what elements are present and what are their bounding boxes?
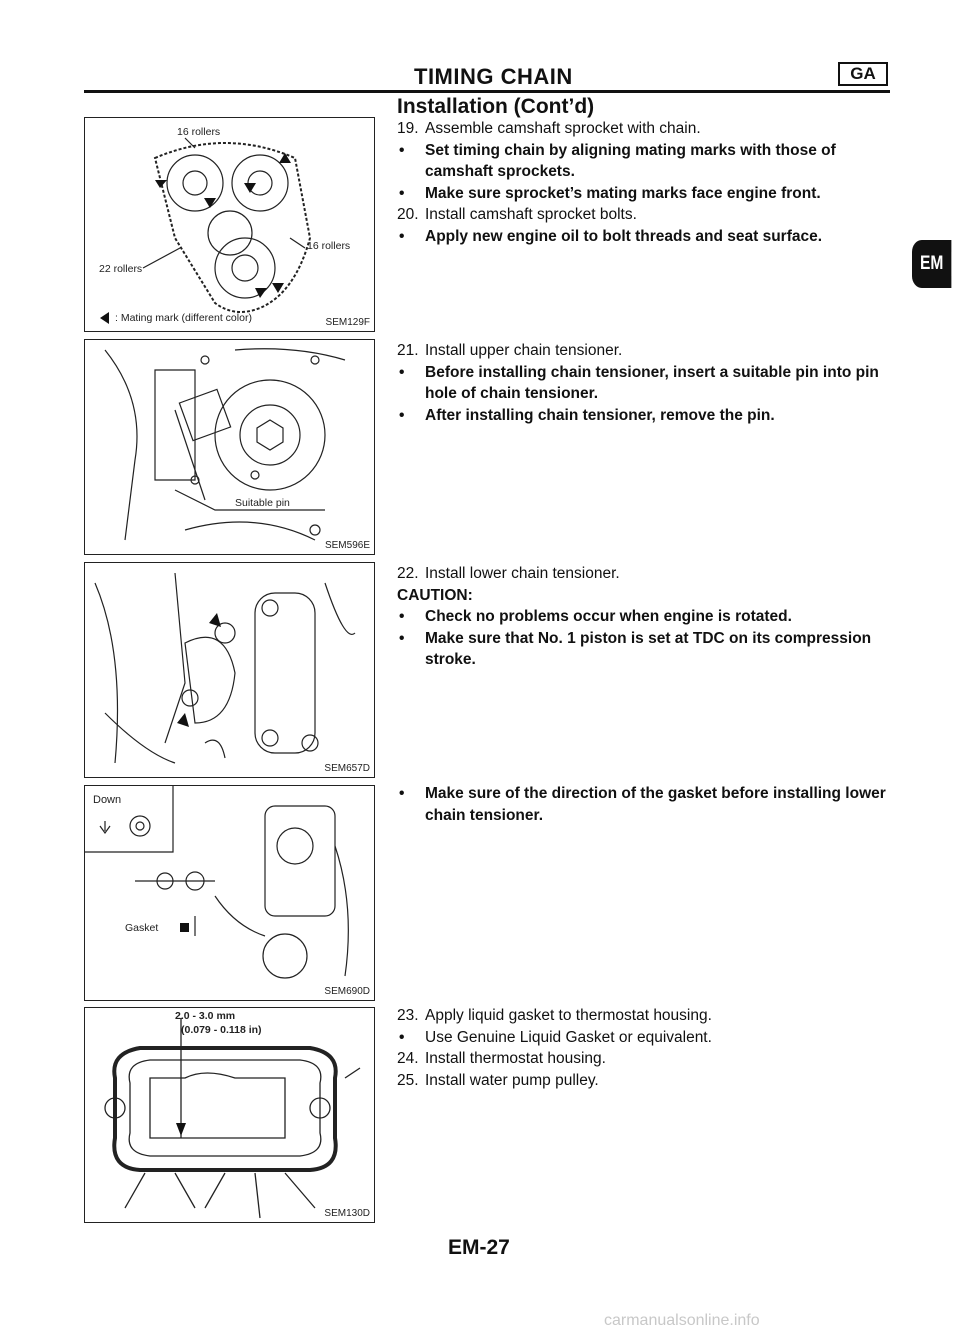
steps-19-20: 19.Assemble camshaft sprocket with chain…: [397, 118, 897, 247]
label-top-rollers: 16 rollers: [177, 126, 221, 138]
figure-code: SEM690D: [324, 986, 370, 997]
step-21: 21.Install upper chain tensioner.: [397, 342, 623, 359]
figure-lower-tensioner: SEM657D: [84, 562, 375, 778]
label-left-rollers: 22 rollers: [99, 263, 143, 275]
caution-label: CAUTION:: [397, 586, 473, 604]
label-right-rollers: 16 rollers: [307, 240, 351, 252]
bullet-insert-pin: •Before installing chain tensioner, inse…: [399, 363, 879, 403]
label-down: Down: [93, 794, 122, 806]
figure-timing-chain: 16 rollers 22 rollers 16 rollers : Matin…: [84, 117, 375, 332]
bullet-set-timing-chain: •Set timing chain by aligning mating mar…: [399, 141, 836, 181]
step-23: 23.Apply liquid gasket to thermostat hou…: [397, 1007, 712, 1024]
thermostat-housing-illustration: [104, 1018, 361, 1219]
section-side-tab: EM: [912, 240, 952, 288]
label-suitable-pin: Suitable pin: [235, 497, 290, 509]
figure-upper-tensioner: Suitable pin SEM596E: [84, 339, 375, 555]
step-19: 19.Assemble camshaft sprocket with chain…: [397, 120, 701, 137]
bullet-mating-marks-front: •Make sure sprocket’s mating marks face …: [399, 184, 821, 202]
label-mating-mark-legend: : Mating mark (different color): [115, 312, 252, 324]
gasket-direction-note: •Make sure of the direction of the gaske…: [397, 783, 897, 826]
page-subtitle: Installation (Cont’d): [397, 95, 595, 118]
bullet-piston-tdc: •Make sure that No. 1 piston is set at T…: [399, 629, 872, 669]
step-22: 22.Install lower chain tensioner.: [397, 565, 620, 582]
bullet-apply-engine-oil: •Apply new engine oil to bolt threads an…: [399, 227, 823, 245]
label-dimension-mm: 2.0 - 3.0 mm: [175, 1010, 236, 1022]
figure-code: SEM129F: [325, 317, 370, 328]
lower-tensioner-illustration: [94, 572, 356, 764]
steps-23-25: 23.Apply liquid gasket to thermostat hou…: [397, 1005, 897, 1091]
label-dimension-in: (0.079 - 0.118 in): [181, 1024, 262, 1036]
gasket-direction-illustration: [85, 786, 349, 979]
page-number: EM-27: [448, 1236, 510, 1259]
figure-thermostat-housing: 2.0 - 3.0 mm (0.079 - 0.118 in) SEM130D: [84, 1007, 375, 1223]
bullet-gasket-direction: •Make sure of the direction of the gaske…: [399, 785, 886, 824]
figure-code: SEM657D: [324, 763, 370, 774]
timing-chain-illustration: [100, 137, 312, 324]
step-20: 20.Install camshaft sprocket bolts.: [397, 206, 637, 223]
upper-tensioner-illustration: [104, 348, 346, 541]
figure-gasket-direction: Down Gasket SEM690D: [84, 785, 375, 1001]
bullet-check-rotation: •Check no problems occur when engine is …: [399, 608, 792, 625]
header-divider: [84, 90, 890, 93]
step-21-block: 21.Install upper chain tensioner. •Befor…: [397, 340, 897, 426]
figure-code: SEM596E: [324, 540, 370, 551]
bullet-genuine-liquid-gasket: •Use Genuine Liquid Gasket or equivalent…: [399, 1028, 712, 1046]
section-title: TIMING CHAIN: [414, 64, 573, 89]
bullet-remove-pin: •After installing chain tensioner, remov…: [399, 406, 775, 424]
label-gasket: Gasket: [125, 922, 159, 934]
engine-badge: GA: [838, 62, 888, 86]
step-22-block: 22.Install lower chain tensioner. CAUTIO…: [397, 563, 897, 671]
figure-code: SEM130D: [324, 1208, 370, 1219]
step-24: 24.Install thermostat housing.: [397, 1050, 606, 1067]
step-25: 25.Install water pump pulley.: [397, 1071, 599, 1089]
watermark: carmanualsonline.info: [604, 1312, 760, 1329]
